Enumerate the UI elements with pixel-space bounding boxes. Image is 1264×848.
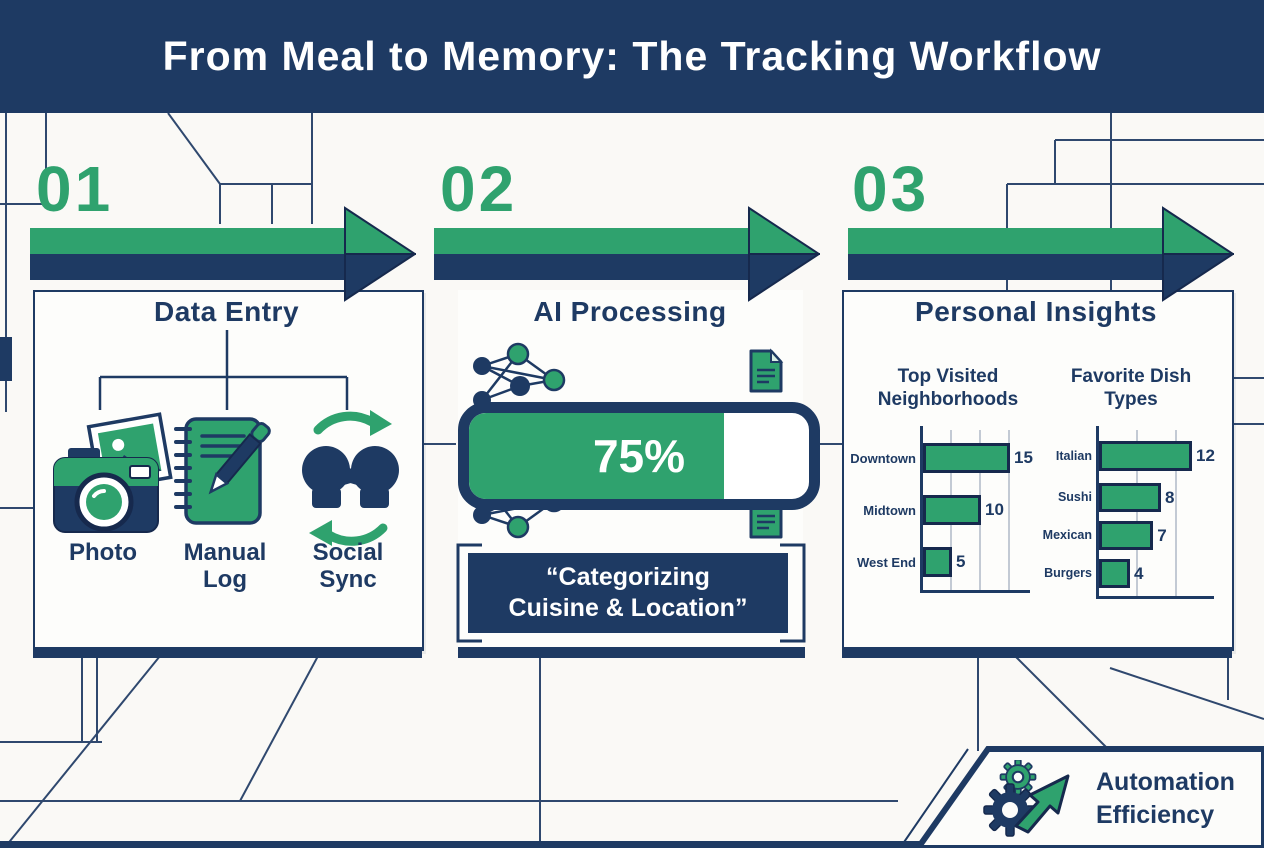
quote-line-2: Cuisine & Location” — [508, 594, 748, 622]
ai-progress-bar: 75% — [458, 402, 820, 510]
notebook-pen-icon — [174, 417, 271, 525]
quote-brackets — [456, 543, 806, 643]
step-number-1: 01 — [36, 153, 114, 225]
ai-progress-label: 75% — [592, 430, 686, 482]
bar-label-mexican: Mexican — [1042, 528, 1092, 542]
tree-connector — [98, 330, 349, 410]
social-sync-icon — [302, 410, 399, 546]
item-label-social-sync: Social Sync — [312, 539, 384, 593]
chart-title-dish-types: Favorite Dish Types — [1070, 366, 1192, 410]
chart-b-y-axis — [1096, 426, 1099, 599]
bar-italian: 12 — [1099, 441, 1215, 471]
chart-b-x-axis — [1096, 596, 1214, 599]
badge-text: Automation Efficiency — [1096, 766, 1235, 831]
bar-label-sushi: Sushi — [1057, 490, 1092, 504]
chart-a-gridline-15 — [1008, 430, 1010, 590]
card-data-entry-bottom-bar — [33, 647, 422, 658]
bar-value-mexican: 7 — [1157, 525, 1167, 545]
bar-value-burgers: 4 — [1134, 563, 1144, 583]
bar-value-west-end: 5 — [956, 552, 966, 571]
chart-a-x-axis — [920, 590, 1030, 593]
step-arrow-2 — [434, 207, 820, 301]
section-title-data-entry: Data Entry — [153, 296, 300, 327]
bar-label-west-end: West End — [857, 555, 916, 570]
ai-progress-fill — [469, 413, 724, 499]
chart-a-y-axis — [920, 426, 923, 593]
chart-b-gridline-10 — [1175, 430, 1177, 596]
card-ai-processing-bottom-bar — [458, 647, 805, 658]
bar-value-sushi: 8 — [1165, 487, 1175, 507]
header-banner: From Meal to Memory: The Tracking Workfl… — [0, 0, 1264, 113]
badge-line-2: Efficiency — [1096, 800, 1215, 829]
bar-downtown: 15 — [923, 443, 1033, 473]
chart-b-gridline-5 — [1136, 430, 1138, 596]
bar-label-midtown: Midtown — [863, 503, 916, 518]
bar-label-downtown: Downtown — [850, 451, 916, 466]
step-number-3: 03 — [852, 153, 930, 225]
bar-sushi: 8 — [1099, 483, 1174, 512]
bar-value-italian: 12 — [1196, 446, 1215, 465]
bottom-edge-bar — [0, 841, 1264, 848]
card-personal-insights-bottom-bar — [842, 647, 1232, 658]
bar-label-italian: Italian — [1055, 449, 1092, 463]
section-title-personal-insights: Personal Insights — [915, 296, 1157, 327]
bar-label-burgers: Burgers — [1044, 566, 1092, 580]
step-number-2: 02 — [440, 153, 518, 225]
bar-west-end: 5 — [923, 547, 965, 577]
step-arrow-3 — [848, 207, 1234, 301]
bar-value-downtown: 15 — [1014, 448, 1033, 467]
quote-line-1: “Categorizing — [546, 562, 710, 591]
page-title: From Meal to Memory: The Tracking Workfl… — [162, 33, 1102, 79]
bar-value-midtown: 10 — [985, 500, 1004, 519]
badge-line-1: Automation — [1096, 768, 1235, 796]
step-arrow-1 — [30, 207, 416, 301]
ai-status-quote: “Categorizing Cuisine & Location” — [468, 553, 788, 633]
document-icon-top — [749, 349, 783, 393]
bar-mexican: 7 — [1099, 521, 1167, 550]
chart-title-neighborhoods: Top Visited Neighborhoods — [877, 366, 1019, 410]
section-title-ai-processing: AI Processing — [533, 296, 727, 327]
bar-midtown: 10 — [923, 495, 1004, 525]
bar-burgers: 4 — [1099, 559, 1143, 588]
item-label-photo: Photo — [69, 539, 137, 566]
camera-icon — [53, 412, 173, 533]
gears-arrow-icon — [983, 760, 1070, 837]
item-label-manual-log: Manual Log — [183, 539, 267, 593]
